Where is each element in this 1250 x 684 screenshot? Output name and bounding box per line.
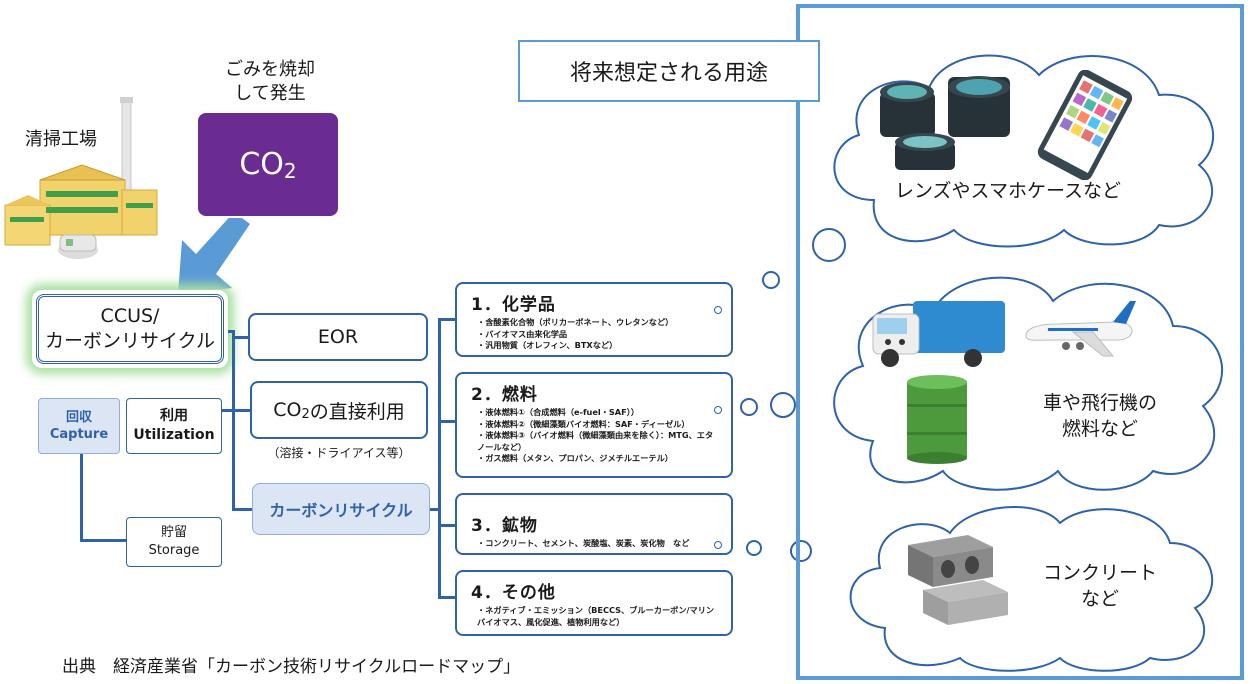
thought-bubble xyxy=(746,540,762,556)
source-citation: 出典 経済産業省「カーボン技術リサイクルロードマップ」 xyxy=(62,657,521,677)
capture-box: 回収 Capture xyxy=(38,398,120,454)
storage-box: 貯留 Storage xyxy=(126,517,222,567)
arrow-down-left-icon xyxy=(178,218,250,294)
cloud-fuel-line1: 車や飛行機の xyxy=(1042,392,1157,414)
direct-use-pre: CO xyxy=(273,399,302,421)
connector xyxy=(438,420,456,423)
category-item: 液体燃料①（合成燃料（e-fuel・SAF）） xyxy=(477,407,721,419)
category-item: コンクリート、セメント、炭酸塩、炭素、炭化物 など xyxy=(477,538,721,550)
cloud-concrete-line1: コンクリート xyxy=(1042,562,1157,584)
thought-bubble xyxy=(740,398,758,416)
category-title: 3．鉱物 xyxy=(471,516,538,536)
carbon-recycle-box: カーボンリサイクル xyxy=(252,483,430,535)
category-other: 4．その他 ネガティブ・エミッション（BECCS、ブルーカーボン/マリンバイオマ… xyxy=(455,570,733,636)
category-item: バイオマス由来化学品 xyxy=(477,329,721,341)
connector xyxy=(228,330,234,333)
cloud-lens-label: レンズやスマホケースなど xyxy=(894,180,1122,202)
truck-illustration xyxy=(872,301,1005,367)
connector xyxy=(438,524,456,527)
direct-use-note: （溶接・ドライアイス等） xyxy=(267,446,411,460)
connector xyxy=(220,409,250,412)
connector xyxy=(438,318,441,598)
direct-use-post: の直接利用 xyxy=(309,400,405,423)
category-item: 含酸素化合物（ポリカーボネート、ウレタンなど） xyxy=(477,317,721,329)
capture-line1: 回収 xyxy=(65,410,92,425)
oil-drum-illustration xyxy=(907,375,967,464)
connector xyxy=(80,539,126,542)
factory-illustration xyxy=(4,97,158,259)
capture-line2: Capture xyxy=(49,427,109,442)
connector xyxy=(232,330,235,510)
connector xyxy=(232,508,252,511)
camera-lens-illustration xyxy=(880,76,1010,170)
category-title: 4．その他 xyxy=(471,583,556,603)
category-chemicals: 1．化学品 含酸素化合物（ポリカーボネート、ウレタンなど） バイオマス由来化学品… xyxy=(455,282,733,357)
bubble-dot xyxy=(714,306,722,314)
connector xyxy=(438,596,456,599)
ccus-box-inner: CCUS/ カーボンリサイクル xyxy=(36,294,224,364)
incineration-label-line1: ごみを焼却 xyxy=(225,59,315,80)
storage-line1: 貯留 xyxy=(160,525,187,540)
eor-box: EOR xyxy=(248,313,428,361)
bubble-dot xyxy=(714,541,722,549)
future-use-title: 将来想定される用途 xyxy=(518,40,820,102)
incineration-label-line2: して発生 xyxy=(234,83,306,104)
utilization-line1: 利用 xyxy=(160,408,188,424)
cloud-concrete-label: コンクリート など xyxy=(1030,560,1170,612)
concrete-block-illustration xyxy=(908,535,1008,625)
connector xyxy=(430,508,440,511)
utilization-line2: Utilization xyxy=(133,427,215,443)
bubble-dot xyxy=(714,406,722,414)
category-fuel: 2．燃料 液体燃料①（合成燃料（e-fuel・SAF）） 液体燃料②（微細藻類バ… xyxy=(455,372,733,478)
thought-bubble xyxy=(762,271,780,289)
cloud-concrete-line2: など xyxy=(1080,588,1119,610)
category-item: ガス燃料（メタン、プロパン、ジメチルエーテル） xyxy=(477,453,721,465)
direct-use-sub: 2 xyxy=(301,406,310,422)
cloud-fuel-label: 車や飛行機の 燃料など xyxy=(1030,390,1170,442)
connector xyxy=(438,318,456,321)
connector xyxy=(232,336,248,339)
thought-bubble xyxy=(770,392,796,418)
co2-sub: 2 xyxy=(283,158,297,183)
category-item: ネガティブ・エミッション（BECCS、ブルーカーボン/マリンバイオマス、風化促進… xyxy=(477,605,721,628)
incineration-label: ごみを焼却 して発生 xyxy=(205,58,335,106)
category-minerals: 3．鉱物 コンクリート、セメント、炭酸塩、炭素、炭化物 など xyxy=(455,493,733,555)
thought-bubble xyxy=(812,228,846,262)
cloud-fuel-line2: 燃料など xyxy=(1061,418,1138,440)
factory-label: 清掃工場 xyxy=(25,129,97,150)
ccus-line1: CCUS/ xyxy=(100,305,160,327)
category-item: 液体燃料③（バイオ燃料（微細藻類由来を除く）：MTG、エタノールなど） xyxy=(477,430,721,453)
future-use-panel xyxy=(796,4,1244,680)
utilization-box: 利用 Utilization xyxy=(126,398,222,454)
co2-main: CO xyxy=(239,147,284,182)
storage-line2: Storage xyxy=(148,543,200,558)
airplane-illustration xyxy=(1025,301,1136,357)
connector xyxy=(80,430,83,540)
category-title: 1．化学品 xyxy=(471,295,556,315)
category-item: 汎用物質（オレフィン、BTXなど） xyxy=(477,340,721,352)
category-item: 液体燃料②（微細藻類バイオ燃料：SAF・ディーゼル） xyxy=(477,419,721,431)
smartphone-illustration xyxy=(1037,70,1133,180)
thought-bubble xyxy=(790,540,812,562)
category-title: 2．燃料 xyxy=(471,385,538,405)
ccus-line2: カーボンリサイクル xyxy=(44,330,216,352)
